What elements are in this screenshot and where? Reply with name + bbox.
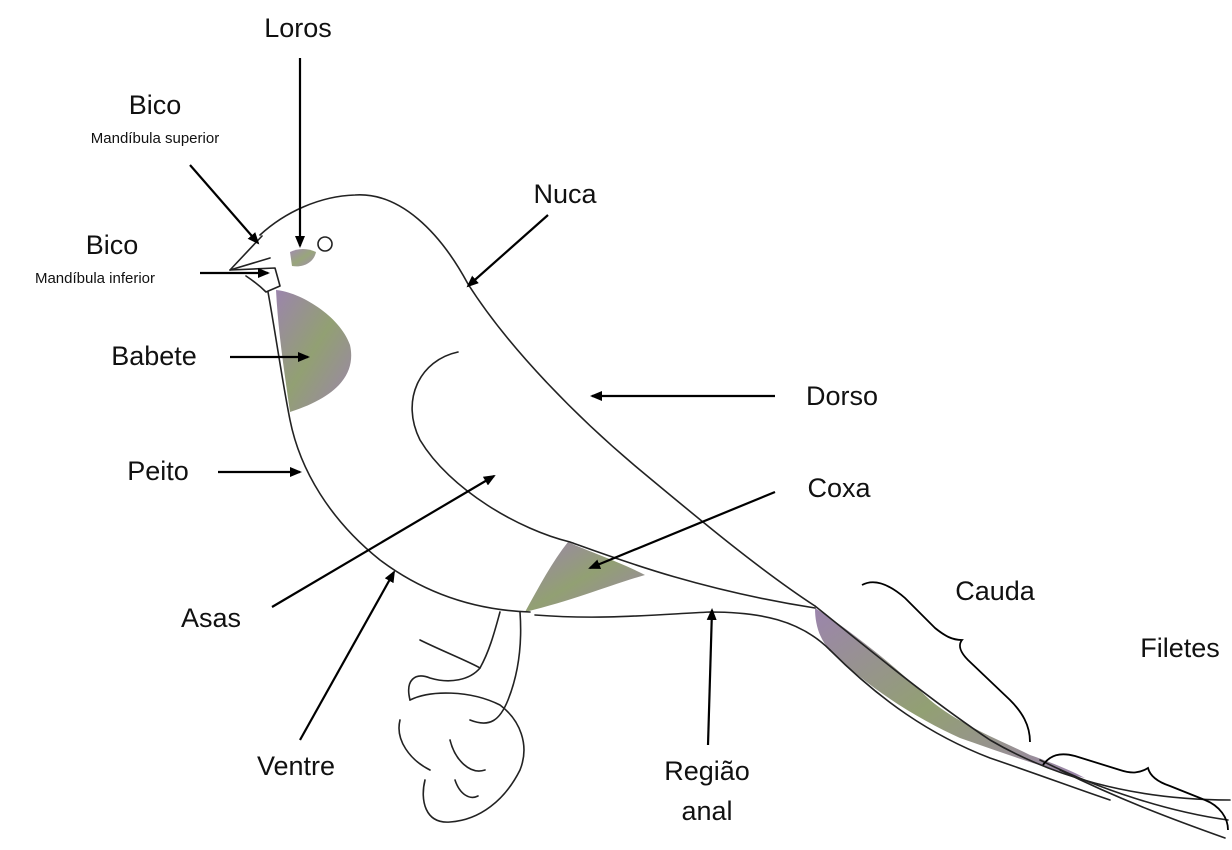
label-filetes: Filetes — [1140, 633, 1220, 663]
label-cauda: Cauda — [955, 576, 1036, 606]
leader-lines — [190, 58, 775, 745]
bird-illustration — [230, 195, 1230, 838]
label-coxa: Coxa — [807, 473, 871, 503]
label-dorso: Dorso — [806, 381, 878, 411]
label-babete: Babete — [111, 341, 197, 371]
arrow-regiao-anal — [708, 610, 712, 745]
tail-shading — [815, 608, 1085, 778]
label-bico-inferior-sub: Mandíbula inferior — [35, 270, 155, 287]
arrow-asas — [272, 476, 494, 607]
lores-shading — [290, 249, 316, 266]
label-bico-superior-sub: Mandíbula superior — [91, 130, 219, 147]
label-asas: Asas — [181, 603, 241, 633]
label-regiao-line1: Região — [664, 756, 750, 786]
label-peito: Peito — [127, 456, 189, 486]
label-regiao-line2: anal — [681, 796, 732, 826]
label-bico-superior: Bico — [129, 90, 182, 120]
arrow-bico-superior — [190, 165, 258, 243]
label-bico-inferior: Bico — [86, 230, 139, 260]
bib-shading — [276, 290, 351, 412]
label-nuca: Nuca — [533, 179, 597, 209]
labels: Loros Bico Mandíbula superior Bico Mandí… — [35, 13, 1220, 826]
label-loros: Loros — [264, 13, 332, 43]
arrow-ventre — [300, 572, 394, 740]
arrow-nuca — [468, 215, 548, 286]
label-ventre: Ventre — [257, 751, 335, 781]
